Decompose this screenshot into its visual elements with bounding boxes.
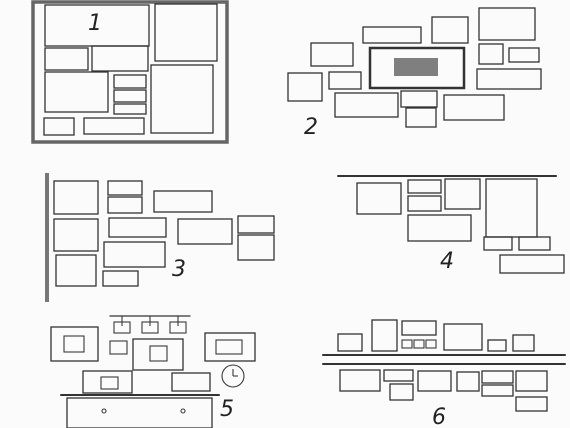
- layout-5-number: 5: [220, 397, 234, 422]
- layout-6-cluster: 6: [322, 319, 566, 428]
- layout-6-number: 6: [432, 405, 446, 428]
- layout-3-cluster: 3: [45, 173, 275, 302]
- layout-2-number: 2: [304, 115, 318, 140]
- layout-3-number: 3: [172, 257, 186, 282]
- layout-4-number: 4: [440, 249, 454, 274]
- layout-5-cluster: 5: [50, 315, 256, 428]
- layout-1-grid: 1: [31, 0, 229, 144]
- layout-1-number: 1: [88, 11, 102, 36]
- layout-2-gray-panel: [394, 58, 438, 76]
- layout-4-cluster: 4: [337, 175, 565, 274]
- layout-2-cluster: 2: [287, 7, 542, 140]
- wall-clock-icon: [221, 364, 245, 388]
